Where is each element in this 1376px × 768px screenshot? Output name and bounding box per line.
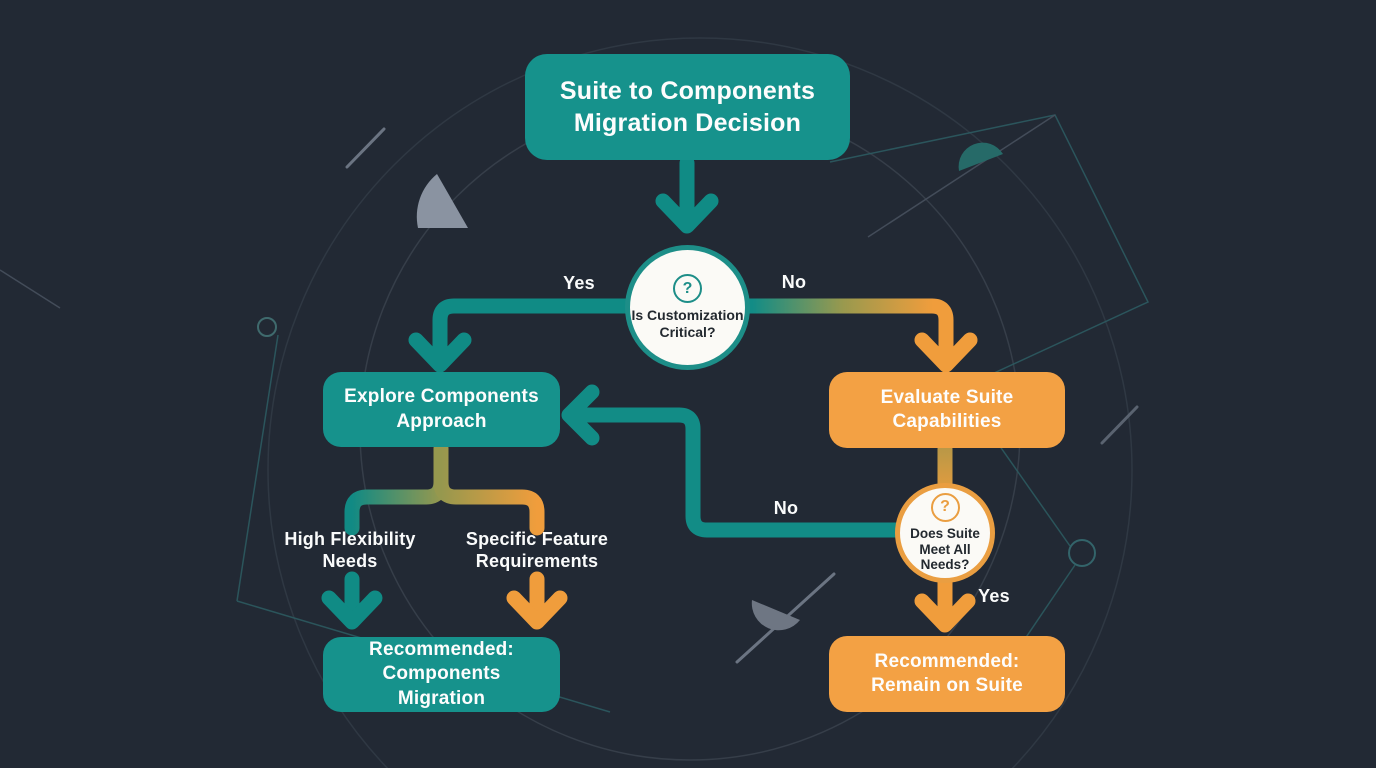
decor-constellation-gray xyxy=(0,114,1056,309)
decision1-question: Is Customization Critical? xyxy=(631,307,744,340)
explore-components-box: Explore Components Approach xyxy=(323,372,560,447)
recommended-remain-suite-label: Recommended: Remain on Suite xyxy=(871,650,1023,696)
question-mark-icon: ? xyxy=(673,274,702,304)
arrow-high-flex-to-rec xyxy=(321,571,383,630)
decor-larger-circle xyxy=(267,37,1133,768)
fork-explore-split xyxy=(344,441,545,536)
decor-small-circle-left xyxy=(257,317,277,337)
decision2-circle: ? Does Suite Meet All Needs? xyxy=(895,483,995,583)
arrow-title-to-decision1 xyxy=(655,155,719,234)
evaluate-suite-label: Evaluate Suite Capabilities xyxy=(880,386,1014,432)
question-mark-glyph: ? xyxy=(940,497,950,515)
decision1-circle: ? Is Customization Critical? xyxy=(625,245,750,370)
evaluate-suite-box: Evaluate Suite Capabilities xyxy=(829,372,1065,448)
recommended-components-box: Recommended: Components Migration xyxy=(323,637,560,712)
title-box: Suite to Components Migration Decision xyxy=(525,54,850,160)
decor-bowl-gray xyxy=(751,600,800,631)
decor-fan-gray xyxy=(416,174,468,228)
question-mark-glyph: ? xyxy=(682,279,693,297)
edge-label-yes-2: Yes xyxy=(978,586,1010,606)
edge-label-no-1: No xyxy=(781,272,807,292)
arrow-no-to-evaluate xyxy=(679,298,978,373)
arrow-specific-to-rec xyxy=(506,571,568,630)
title-label: Suite to Components Migration Decision xyxy=(559,77,816,137)
decor-fan-teal xyxy=(958,142,1003,171)
arrow-no-to-explore xyxy=(561,384,953,538)
recommended-components-label: Recommended: Components Migration xyxy=(369,639,514,709)
recommended-remain-suite-box: Recommended: Remain on Suite xyxy=(829,636,1065,712)
question-mark-icon: ? xyxy=(930,492,960,522)
branch-label-high-flexibility: High Flexibility Needs xyxy=(284,529,416,571)
branch-label-specific-feature: Specific Feature Requirements xyxy=(465,529,609,571)
edge-label-no-2: No xyxy=(773,498,799,518)
arrow-yes-to-explore xyxy=(408,298,695,373)
edge-label-yes-1: Yes xyxy=(563,273,595,293)
decision2-question: Does Suite Meet All Needs? xyxy=(910,525,980,573)
explore-components-label: Explore Components Approach xyxy=(344,386,539,432)
decor-node-circle-right xyxy=(1068,539,1096,567)
